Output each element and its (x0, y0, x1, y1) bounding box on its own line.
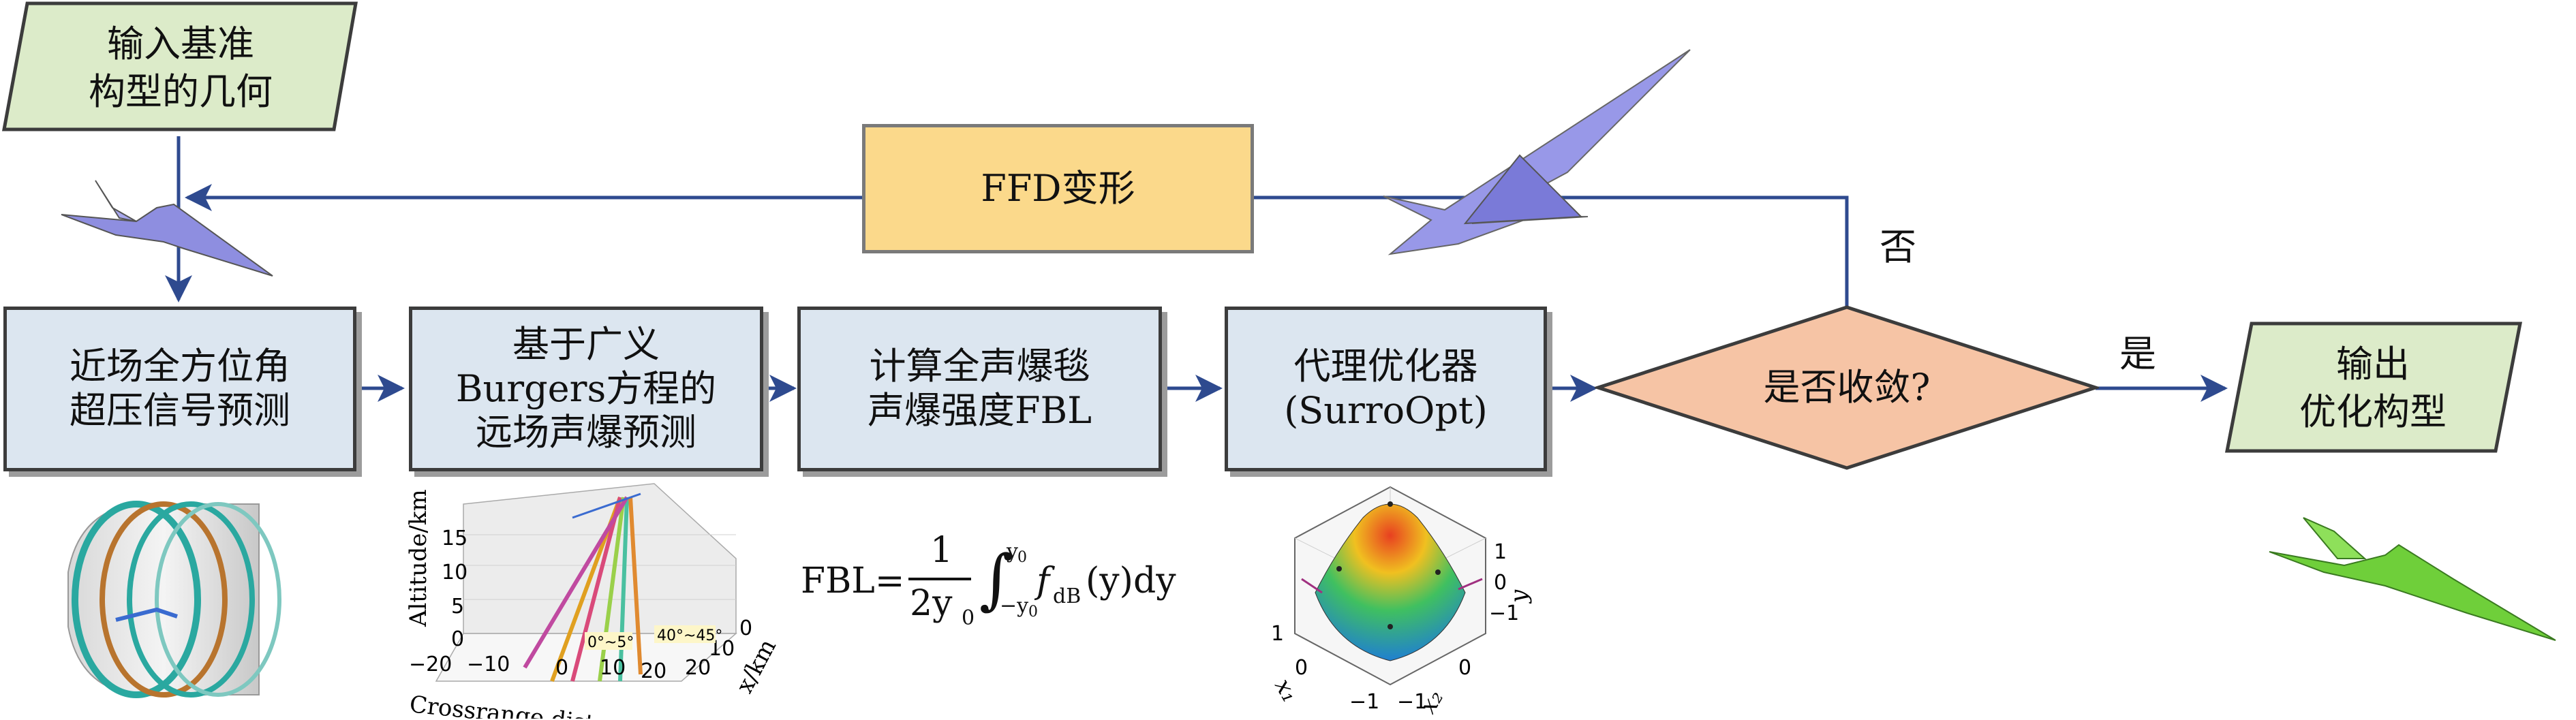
input-line-2: 构型的几何 (89, 70, 273, 113)
angle-annotation: 0°~5° (587, 634, 634, 651)
z-tick: −1 (1489, 601, 1519, 625)
formula-denominator: 2y (910, 583, 953, 624)
step2-line-2: Burgers方程的 (455, 366, 717, 410)
x1-tick: 0 (1295, 656, 1308, 680)
depth-axis-label: x/km (731, 635, 777, 698)
depth-tick: 0 (739, 616, 752, 640)
x1-tick: 1 (1271, 622, 1284, 646)
yes-label: 是 (2119, 332, 2156, 375)
formula-numerator: 1 (930, 530, 953, 571)
x-tick: 0 (555, 656, 568, 680)
x-tick: −20 (409, 653, 452, 676)
surrogate-optimizer-box: 代理优化器 (SurroOpt) (1225, 307, 1547, 471)
step4-line-1: 代理优化器 (1293, 345, 1478, 388)
x-tick: −10 (467, 653, 510, 676)
z-tick: 0 (451, 627, 464, 651)
depth-tick: 20 (685, 656, 711, 680)
formula-int-lower-sub: 0 (1028, 604, 1038, 621)
formula-int-upper-sub: 0 (1017, 549, 1027, 566)
input-line-1: 输入基准 (107, 22, 254, 65)
z-tick: 5 (451, 595, 464, 619)
x-tick: 10 (600, 656, 626, 680)
step4-line-2: (SurroOpt) (1284, 389, 1488, 432)
integral-sign: ∫ (979, 541, 1014, 617)
step1-line-1: 近场全方位角 (70, 345, 290, 388)
loop-line-decision (1254, 195, 1849, 307)
input-geometry-box: 输入基准 构型的几何 (0, 0, 361, 136)
output-line-2: 优化构型 (2299, 390, 2447, 433)
output-optimized-box: 输出 优化构型 (2223, 320, 2523, 456)
z-tick: 15 (442, 527, 467, 550)
formula-f: f (1037, 561, 1050, 601)
z-tick: 10 (442, 561, 467, 584)
aircraft-icon (1383, 49, 1691, 255)
x-tick: 20 (641, 659, 666, 683)
fbl-formula: FBL= 1 2y 0 ∫ y 0 −y 0 f dB (y)dy (801, 530, 1182, 632)
formula-int-lower: −y (1000, 594, 1029, 618)
step2-line-1: 基于广义 (512, 322, 660, 366)
far-field-burgers-box: 基于广义 Burgers方程的 远场声爆预测 (409, 307, 763, 471)
formula-rest: (y)dy (1086, 561, 1176, 601)
ffd-deform-box: FFD变形 (862, 124, 1254, 253)
formula-den-sub: 0 (962, 606, 975, 630)
ray-tracing-chart: 15 10 5 0 −20 −10 0 10 20 0 10 20 0°~5° … (405, 483, 777, 719)
no-label: 否 (1880, 225, 1916, 268)
near-field-signal-box: 近场全方位角 超压信号预测 (3, 307, 356, 471)
decision-label: 是否收敛? (1763, 366, 1931, 409)
optimized-aircraft-icon (2269, 517, 2556, 641)
x1-tick: −1 (1349, 690, 1379, 714)
x2-tick: 0 (1458, 656, 1471, 680)
fbl-compute-box: 计算全声爆毯 声爆强度FBL (797, 307, 1162, 471)
aircraft-icon (61, 180, 273, 277)
z-tick: 1 (1494, 540, 1507, 564)
z-tick: 0 (1494, 571, 1507, 595)
angle-annotation: 40°~45° (657, 627, 722, 644)
x2-tick: −1 (1397, 690, 1427, 714)
output-line-1: 输出 (2336, 342, 2410, 386)
surrogate-surface-chart: 1 0 −1 1 0 −1 −1 0 y x₁ x₂ (1269, 486, 1533, 719)
y-axis-label: Altitude/km (405, 489, 432, 627)
step2-line-3: 远场声爆预测 (476, 411, 696, 454)
step1-line-2: 超压信号预测 (70, 389, 290, 432)
formula-f-sub: dB (1053, 584, 1082, 608)
formula-lhs: FBL= (801, 561, 905, 601)
z-axis-label: y (1505, 589, 1533, 604)
convergence-decision: 是否收敛? (1595, 304, 2099, 471)
x-axis-label: Crossrange distance/km (408, 691, 694, 719)
cylinder-signal-icon (67, 501, 281, 698)
ffd-label: FFD变形 (981, 166, 1135, 210)
step3-line-2: 声爆强度FBL (867, 389, 1092, 432)
step3-line-1: 计算全声爆毯 (869, 345, 1090, 388)
fraction-bar (908, 578, 971, 580)
formula-int-upper: y (1007, 539, 1018, 563)
